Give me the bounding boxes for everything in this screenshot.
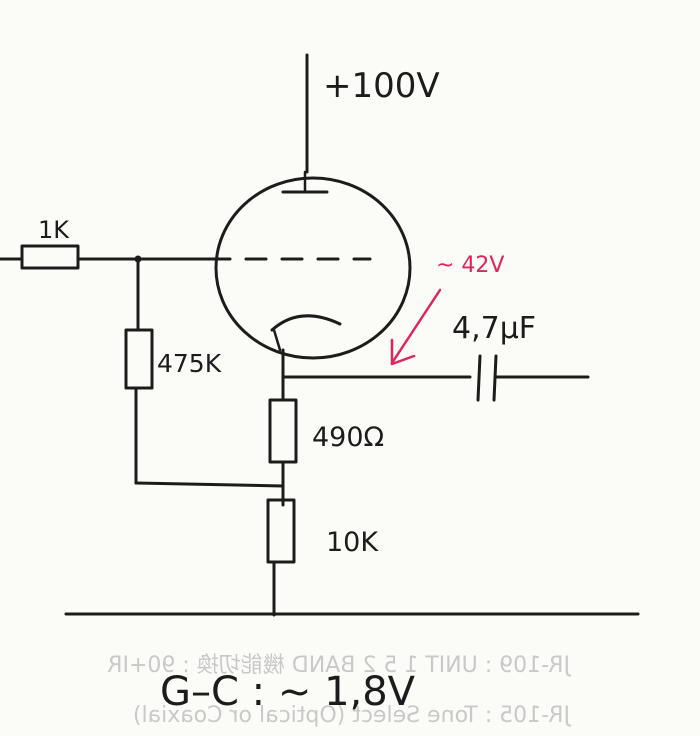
capacitor-plate-left: [476, 354, 482, 402]
label-475k: 475K: [157, 349, 222, 378]
label-1k: 1K: [38, 216, 70, 244]
footer-measurement: G–C : ~ 1,8V: [160, 669, 416, 715]
show-through-text: JR-109 : UNIT 1 5 2 BAND 機能切換 : 90+IR JR…: [107, 653, 572, 728]
label-annotation: ~ 42V: [436, 253, 504, 278]
label-490-ohm: 490Ω: [312, 422, 384, 453]
cathode-lead: [272, 328, 282, 352]
annotation-arrow-icon: [390, 288, 442, 366]
label-10k: 10K: [326, 527, 379, 558]
show-through-line-1: JR-109 : UNIT 1 5 2 BAND 機能切換 : 90+IR: [107, 653, 572, 678]
resistor-490-ohm: [268, 398, 298, 464]
tube-envelope: [214, 176, 412, 360]
label-capacitor: 4,7μF: [452, 311, 536, 346]
label-supply: +100V: [323, 66, 440, 106]
bias-return-wire: [134, 481, 285, 488]
cathode-heater: [270, 314, 342, 332]
resistor-1k: [20, 244, 80, 270]
resistor-475k: [124, 328, 154, 390]
resistor-10k: [266, 498, 296, 564]
show-through-line-2: JR-105 : Tone Select (Optical or Coaxial…: [133, 703, 572, 728]
